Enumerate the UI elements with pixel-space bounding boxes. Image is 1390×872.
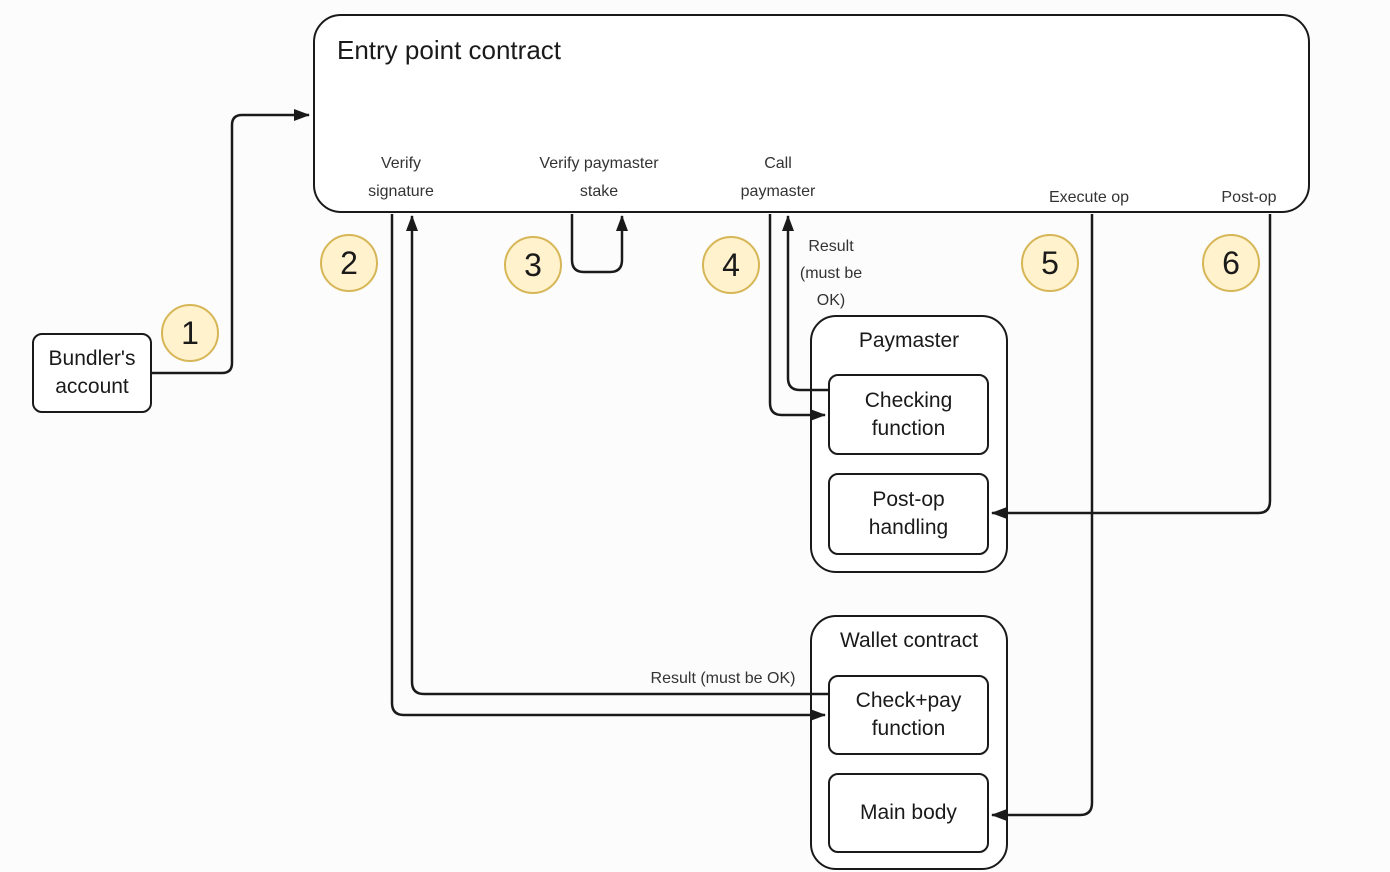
wallet-group-title: Wallet contract — [839, 629, 979, 652]
step-number-1: 1 — [181, 314, 199, 351]
node-bundlers-account: Bundler's account — [32, 333, 152, 413]
step-badge-3: 3 — [504, 236, 562, 294]
annotation-result-must-be-ok-paymaster: Result (must be OK) — [799, 238, 863, 309]
annotation-result-must-be-ok-wallet: Result (must be OK) — [650, 670, 796, 687]
step-number-5: 5 — [1041, 244, 1059, 281]
port-label-call-paymaster: Call paymaster — [740, 155, 816, 200]
step-badge-5: 5 — [1021, 234, 1079, 292]
port-label-execute-op: Execute op — [1048, 189, 1130, 206]
port-label-post-op: Post-op — [1221, 189, 1277, 206]
step-number-3: 3 — [524, 246, 542, 283]
step-badge-2: 2 — [320, 234, 378, 292]
connector-verify-signature-call — [390, 214, 826, 721]
port-label-verify-paymaster-stake: Verify paymaster stake — [539, 155, 659, 200]
paymaster-group-title: Paymaster — [858, 329, 960, 352]
node-entry-point-contract — [313, 14, 1310, 213]
node-checkpay-function: Check+pay function — [828, 675, 989, 755]
port-label-verify-signature: Verify signature — [368, 155, 434, 200]
step-badge-4: 4 — [702, 236, 760, 294]
step-badge-1: 1 — [161, 304, 219, 362]
entry-point-title: Entry point contract — [337, 35, 561, 65]
step-number-4: 4 — [722, 246, 740, 283]
node-checking-function: Checking function — [828, 374, 989, 455]
step-badge-6: 6 — [1202, 234, 1260, 292]
connector-wallet-result-return — [406, 215, 828, 696]
node-postop-handling: Post-op handling — [828, 473, 989, 555]
step-number-2: 2 — [340, 244, 358, 281]
connector-verify-paymaster-stake-loop — [570, 214, 628, 274]
step-number-6: 6 — [1222, 244, 1240, 281]
node-main-body: Main body — [828, 773, 989, 853]
